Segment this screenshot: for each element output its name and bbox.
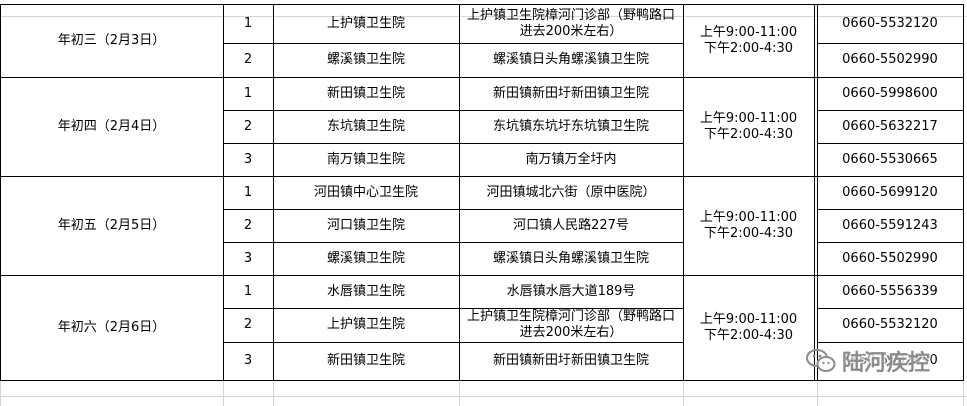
row-border: [817, 342, 964, 343]
row-border: [817, 43, 964, 44]
hospital-name-cell: 水唇镇卫生院: [326, 283, 405, 299]
phone-cell: 0660-5632217: [842, 118, 938, 134]
hours-cell: 上午9:00-11:00 下午2:00-4:30: [699, 311, 798, 343]
row-number-cell: 1: [243, 283, 253, 299]
address-cell: 新田镇新田圩新田镇卫生院: [492, 353, 649, 368]
hours-cell: 上午9:00-11:00 下午2:00-4:30: [699, 209, 798, 241]
phone-cell: 0660-5502990: [842, 250, 938, 266]
sheet-gridline: [0, 380, 1, 406]
group-border: [0, 380, 964, 381]
address-cell: 河田镇城北六街（原中医院）: [486, 184, 656, 200]
row-border: [223, 143, 684, 144]
hours-cell: 上午9:00-11:00 下午2:00-4:30: [699, 24, 798, 56]
address-cell: 东坑镇东坑圩东坑镇卫生院: [492, 118, 649, 134]
hospital-name-cell: 河田镇中心卫生院: [313, 184, 418, 200]
hospital-name-cell: 螺溪镇卫生院: [326, 52, 405, 67]
watermark: 陆河疾控: [806, 344, 962, 378]
sheet-gridline: [683, 380, 684, 406]
date-cell: 年初五（2月5日）: [57, 217, 166, 233]
hospital-name-cell: 南万镇卫生院: [326, 151, 405, 167]
hospital-name-cell: 新田镇卫生院: [326, 353, 405, 368]
sheet-gridline: [459, 380, 460, 406]
row-number-cell: 1: [243, 184, 253, 200]
column-border: [459, 4, 460, 381]
sheet-gridline: [817, 380, 818, 406]
row-number-cell: 2: [243, 118, 253, 134]
row-number-cell: 2: [243, 52, 253, 67]
sheet-gridline: [0, 396, 967, 397]
row-border: [223, 342, 684, 343]
row-number-cell: 2: [243, 217, 253, 233]
date-cell: 年初三（2月3日）: [57, 32, 166, 48]
sheet-gridline: [273, 380, 274, 406]
group-border: [0, 275, 964, 276]
column-border: [683, 4, 684, 381]
row-number-cell: 3: [243, 151, 253, 167]
sheet-gridline: [223, 380, 224, 406]
row-border: [223, 110, 684, 111]
group-border: [0, 176, 964, 177]
phone-cell: 0660-5556339: [842, 283, 938, 299]
hours-cell: 上午9:00-11:00 下午2:00-4:30: [699, 110, 798, 142]
row-border: [817, 143, 964, 144]
row-border: [817, 110, 964, 111]
phone-cell: 0660-5998600: [842, 85, 938, 101]
hospital-name-cell: 螺溪镇卫生院: [326, 250, 405, 266]
row-border: [223, 308, 684, 309]
column-border: [963, 4, 964, 381]
row-border: [223, 242, 684, 243]
hospital-name-cell: 上护镇卫生院: [326, 15, 405, 31]
column-border: [814, 4, 815, 381]
sheet-gridline: [0, 16, 967, 17]
group-border: [0, 77, 964, 78]
address-cell: 河口镇人民路227号: [513, 217, 629, 233]
address-cell: 上护镇卫生院樟河门诊部（野鸭路口进去200米左右）: [466, 309, 675, 340]
row-border: [817, 209, 964, 210]
column-border: [817, 4, 818, 381]
hospital-name-cell: 河口镇卫生院: [326, 217, 405, 233]
address-cell: 螺溪镇日头角螺溪镇卫生院: [492, 52, 649, 67]
watermark-text: 陆河疾控: [842, 351, 931, 376]
hospital-name-cell: 上护镇卫生院: [326, 317, 405, 332]
phone-cell: 0660-5532120: [842, 317, 938, 332]
address-cell: 上护镇卫生院樟河门诊部（野鸭路口进去200米左右）: [466, 7, 675, 39]
group-border: [0, 4, 964, 5]
row-border: [223, 209, 684, 210]
date-cell: 年初四（2月4日）: [57, 118, 166, 134]
row-number-cell: 2: [243, 317, 253, 332]
row-number-cell: 1: [243, 15, 253, 31]
hospital-name-cell: 新田镇卫生院: [326, 85, 405, 101]
address-cell: 南万镇万全圩内: [525, 151, 617, 167]
phone-cell: 0660-5699120: [842, 184, 938, 200]
sheet-gridline: [963, 380, 964, 406]
address-cell: 水唇镇水唇大道189号: [506, 283, 636, 299]
row-border: [223, 43, 684, 44]
address-cell: 螺溪镇日头角螺溪镇卫生院: [492, 250, 649, 266]
phone-cell: 0660-5532120: [842, 15, 938, 31]
phone-cell: 0660-5502990: [842, 52, 938, 67]
phone-cell: 0660-5502990: [842, 353, 938, 368]
phone-cell: 0660-5591243: [842, 217, 938, 233]
address-cell: 新田镇新田圩新田镇卫生院: [492, 85, 649, 101]
column-border: [273, 4, 274, 381]
column-border: [0, 4, 1, 381]
hospital-name-cell: 东坑镇卫生院: [326, 118, 405, 134]
row-border: [817, 242, 964, 243]
wechat-icon: [806, 348, 836, 374]
row-border: [817, 308, 964, 309]
row-number-cell: 1: [243, 85, 253, 101]
row-number-cell: 3: [243, 353, 253, 368]
row-number-cell: 3: [243, 250, 253, 266]
column-border: [223, 4, 224, 381]
date-cell: 年初六（2月6日）: [57, 319, 166, 335]
phone-cell: 0660-5530665: [842, 151, 938, 167]
